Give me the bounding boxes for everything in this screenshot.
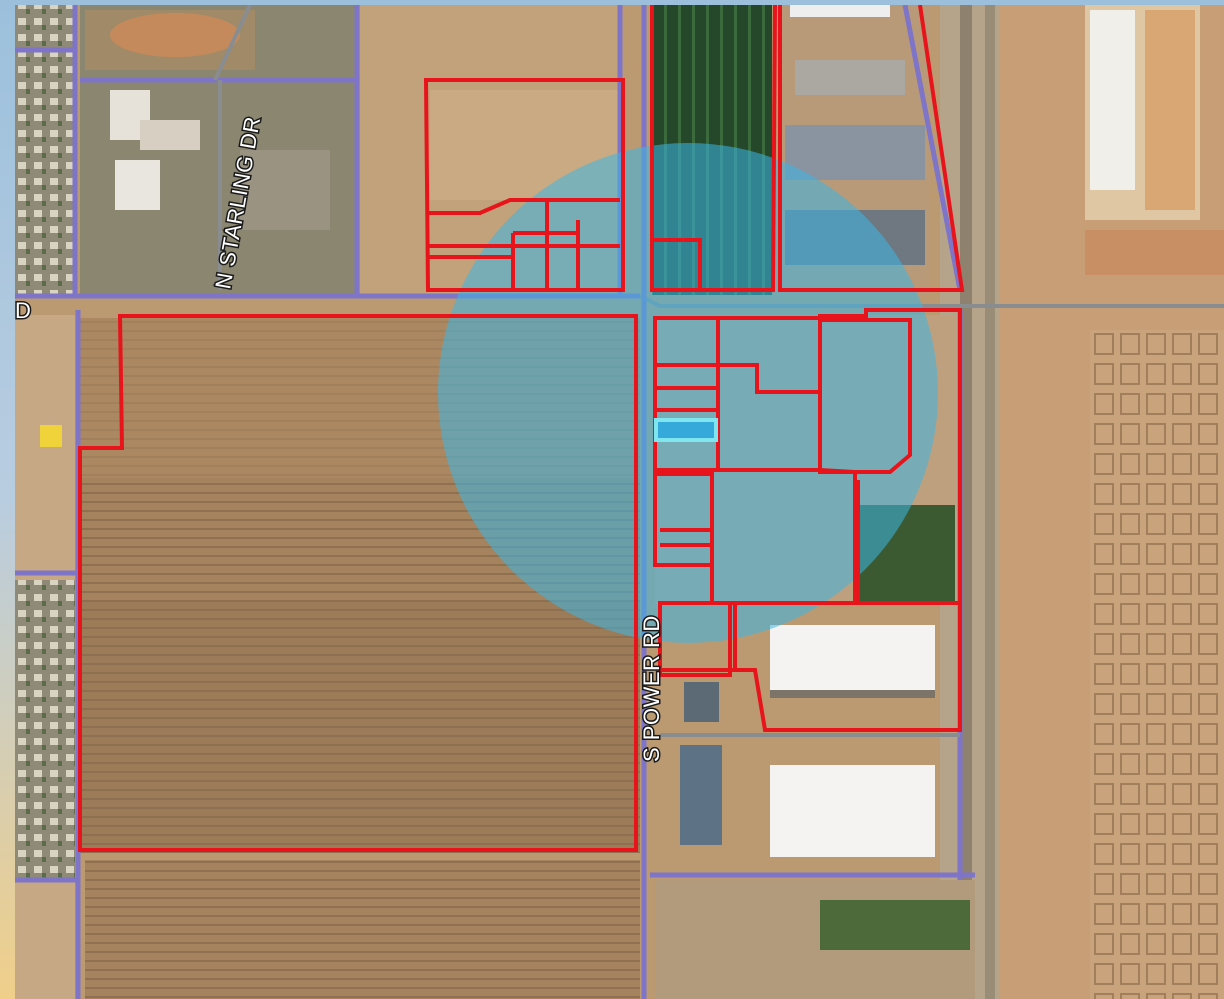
parcel-nw-split-h1[interactable] — [428, 198, 620, 215]
selected-parcel[interactable] — [654, 418, 718, 442]
map-viewport[interactable]: N STARLING DR S POWER RD D — [15, 5, 1224, 999]
road-label-power: S POWER RD — [639, 615, 664, 762]
parcel-ne-industrial[interactable] — [778, 5, 965, 292]
parcel-boundaries[interactable] — [78, 5, 965, 852]
parcel-north-small[interactable] — [652, 238, 702, 290]
parcel-nw-block[interactable] — [423, 78, 625, 292]
parcel-se-inner-d[interactable] — [718, 468, 857, 603]
parcel-se-inner-c[interactable] — [818, 318, 912, 474]
parcel-north-crop[interactable] — [650, 5, 777, 292]
parcel-west-field[interactable] — [78, 314, 638, 852]
local-streets — [213, 5, 960, 737]
parcel-south-small[interactable] — [658, 603, 737, 677]
road-label-edge-fragment: D — [15, 298, 31, 323]
parcel-se-inner-f[interactable] — [655, 563, 714, 603]
parcel-se-inner-b[interactable] — [718, 316, 822, 394]
search-radius-buffer[interactable] — [438, 143, 938, 643]
parcel-se-lines[interactable] — [655, 363, 718, 547]
